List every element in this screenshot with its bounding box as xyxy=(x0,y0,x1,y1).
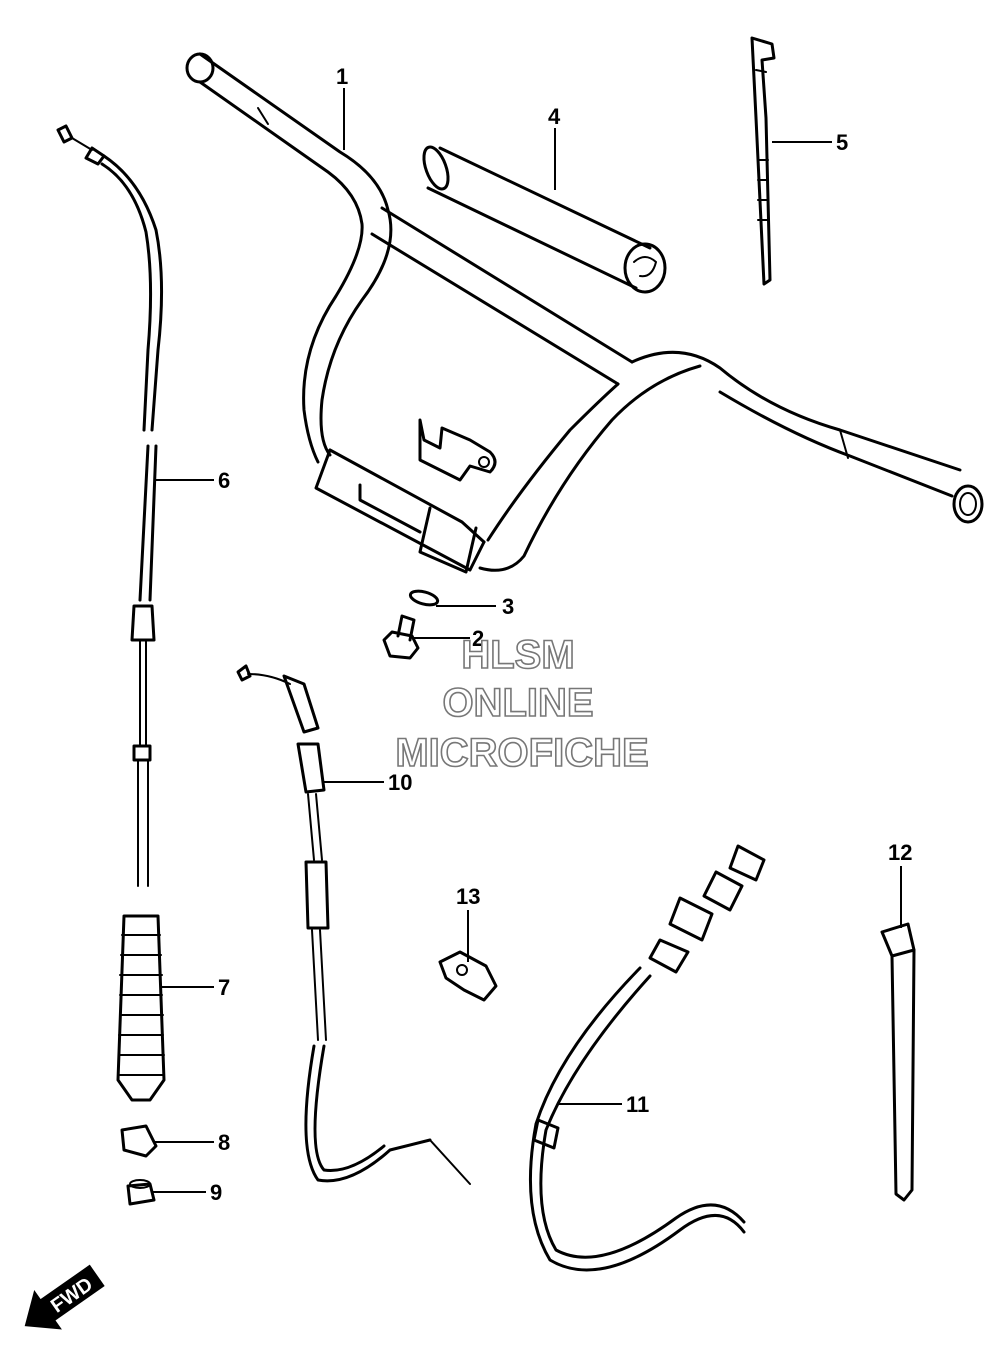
callout-labels: 1 2 3 4 5 6 7 8 9 10 11 12 13 xyxy=(210,64,912,1205)
leader-lines xyxy=(152,88,902,1193)
callout-4: 4 xyxy=(548,104,561,129)
callout-8: 8 xyxy=(218,1130,230,1155)
callout-3: 3 xyxy=(502,594,514,619)
callout-11: 11 xyxy=(626,1092,649,1117)
part-11-cable xyxy=(528,844,766,1272)
part-4-pad xyxy=(422,145,667,294)
watermark-line-3: MICROFICHE xyxy=(395,731,648,775)
callout-7: 7 xyxy=(218,975,230,1000)
part-1-handlebar xyxy=(185,52,984,574)
watermark-line-1: HLSM xyxy=(461,633,574,677)
part-12-tie xyxy=(880,922,916,1202)
part-5-tie xyxy=(750,36,776,286)
part-9-grommet xyxy=(126,1179,156,1206)
callout-12: 12 xyxy=(888,840,912,865)
watermark: HLSM ONLINE MICROFICHE xyxy=(395,632,650,776)
callout-13: 13 xyxy=(456,884,480,909)
fwd-arrow: FWD xyxy=(24,1264,105,1330)
part-7-boot xyxy=(116,914,166,1102)
callout-9: 9 xyxy=(210,1180,222,1205)
part-6-cable xyxy=(56,124,164,887)
part-2-bolt xyxy=(382,614,420,660)
callout-1: 1 xyxy=(336,64,348,89)
part-3-washer xyxy=(408,589,440,607)
callout-6: 6 xyxy=(218,468,230,493)
callout-5: 5 xyxy=(836,130,848,155)
callout-2: 2 xyxy=(472,626,484,651)
part-13-clamp xyxy=(438,950,498,1002)
part-10-cable xyxy=(236,664,471,1185)
watermark-line-2: ONLINE xyxy=(442,681,593,725)
callout-10: 10 xyxy=(388,770,412,795)
part-8-cap xyxy=(120,1124,158,1158)
